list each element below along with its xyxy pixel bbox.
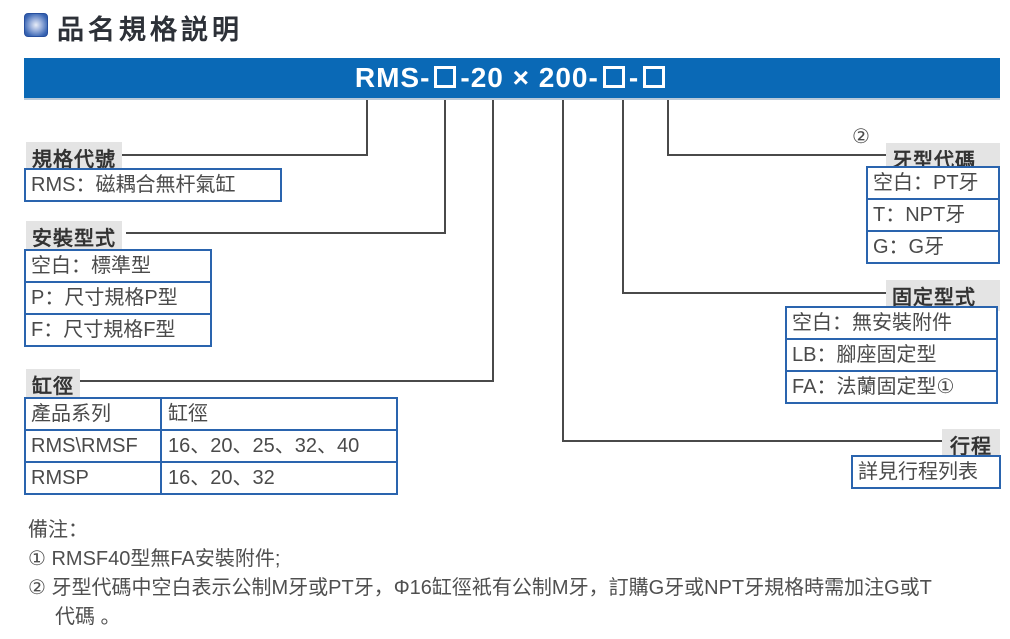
mounting-type-box: 空白：標準型 P：尺寸規格P型 F：尺寸規格F型	[24, 249, 212, 347]
mounting-option: 空白：標準型	[31, 255, 151, 277]
fixing-type-label: 固定型式	[886, 280, 1000, 311]
footnote-2-marker: ②	[852, 126, 870, 148]
mounting-option: P：尺寸規格P型	[26, 281, 210, 313]
connector-line	[562, 100, 564, 442]
table-row: RMSP 16、20、32	[26, 461, 396, 493]
bore-series-cell: RMS\RMSF	[26, 431, 162, 461]
connector-line	[444, 100, 446, 234]
stroke-label: 行程	[942, 429, 1000, 460]
model-code-banner: RMS--20 × 200--	[24, 58, 1000, 100]
stroke-box: 詳見行程列表	[851, 455, 1001, 489]
thread-option: G：G牙	[868, 230, 998, 262]
connector-line	[114, 154, 368, 156]
connector-line	[562, 440, 944, 442]
note-line: 代碼 。	[55, 606, 121, 628]
section-bullet-icon	[24, 13, 48, 37]
fixing-type-box: 空白：無安裝附件 LB：腳座固定型 FA：法蘭固定型①	[785, 306, 998, 404]
note-line: ② 牙型代碼中空白表示公制M牙或PT牙，Φ16缸徑衹有公制M牙，訂購G牙或NPT…	[28, 577, 932, 599]
bore-table-header-series: 產品系列	[26, 399, 162, 429]
fixing-option: FA：法蘭固定型①	[787, 370, 996, 402]
fixing-option: LB：腳座固定型	[787, 338, 996, 370]
notes-block: 備注： ① RMSF40型無FA安裝附件; ② 牙型代碼中空白表示公制M牙或PT…	[28, 516, 1008, 632]
connector-line	[126, 232, 446, 234]
code-placeholder-box	[643, 66, 666, 88]
notes-title: 備注：	[28, 519, 88, 541]
spec-code-label: 規格代號	[26, 142, 122, 173]
note-line: ① RMSF40型無FA安裝附件;	[28, 548, 281, 570]
bore-sizes-cell: 16、20、32	[168, 467, 275, 489]
spec-code-box: RMS：磁耦合無杆氣缸	[24, 168, 282, 202]
bore-series-cell: RMSP	[26, 463, 162, 493]
connector-line	[622, 100, 624, 294]
thread-option: 空白：PT牙	[873, 172, 979, 194]
table-row: RMS\RMSF 16、20、25、32、40	[26, 429, 396, 461]
bore-table-header-row: 產品系列 缸徑	[26, 399, 396, 429]
page-title: 品名規格説明	[57, 15, 243, 45]
code-placeholder-box	[434, 66, 457, 88]
bore-sizes-cell: 16、20、25、32、40	[168, 435, 360, 457]
thread-code-box: 空白：PT牙 T：NPT牙 G：G牙	[866, 166, 1000, 264]
connector-line	[667, 154, 886, 156]
connector-line	[366, 100, 368, 156]
spec-code-value: RMS：磁耦合無杆氣缸	[31, 174, 236, 196]
bore-table: 產品系列 缸徑 RMS\RMSF 16、20、25、32、40 RMSP 16、…	[24, 397, 398, 495]
connector-line	[70, 380, 494, 382]
code-placeholder-box	[602, 66, 625, 88]
model-code: RMS--20 × 200--	[355, 62, 669, 94]
bore-label: 缸徑	[26, 369, 80, 400]
connector-line	[492, 100, 494, 382]
mounting-type-label: 安裝型式	[26, 221, 122, 252]
connector-line	[667, 100, 669, 156]
thread-option: T：NPT牙	[868, 198, 998, 230]
connector-line	[622, 292, 886, 294]
stroke-value: 詳見行程列表	[858, 461, 978, 483]
mounting-option: F：尺寸規格F型	[26, 313, 210, 345]
bore-table-header-bore: 缸徑	[168, 403, 208, 425]
fixing-option: 空白：無安裝附件	[792, 312, 952, 334]
